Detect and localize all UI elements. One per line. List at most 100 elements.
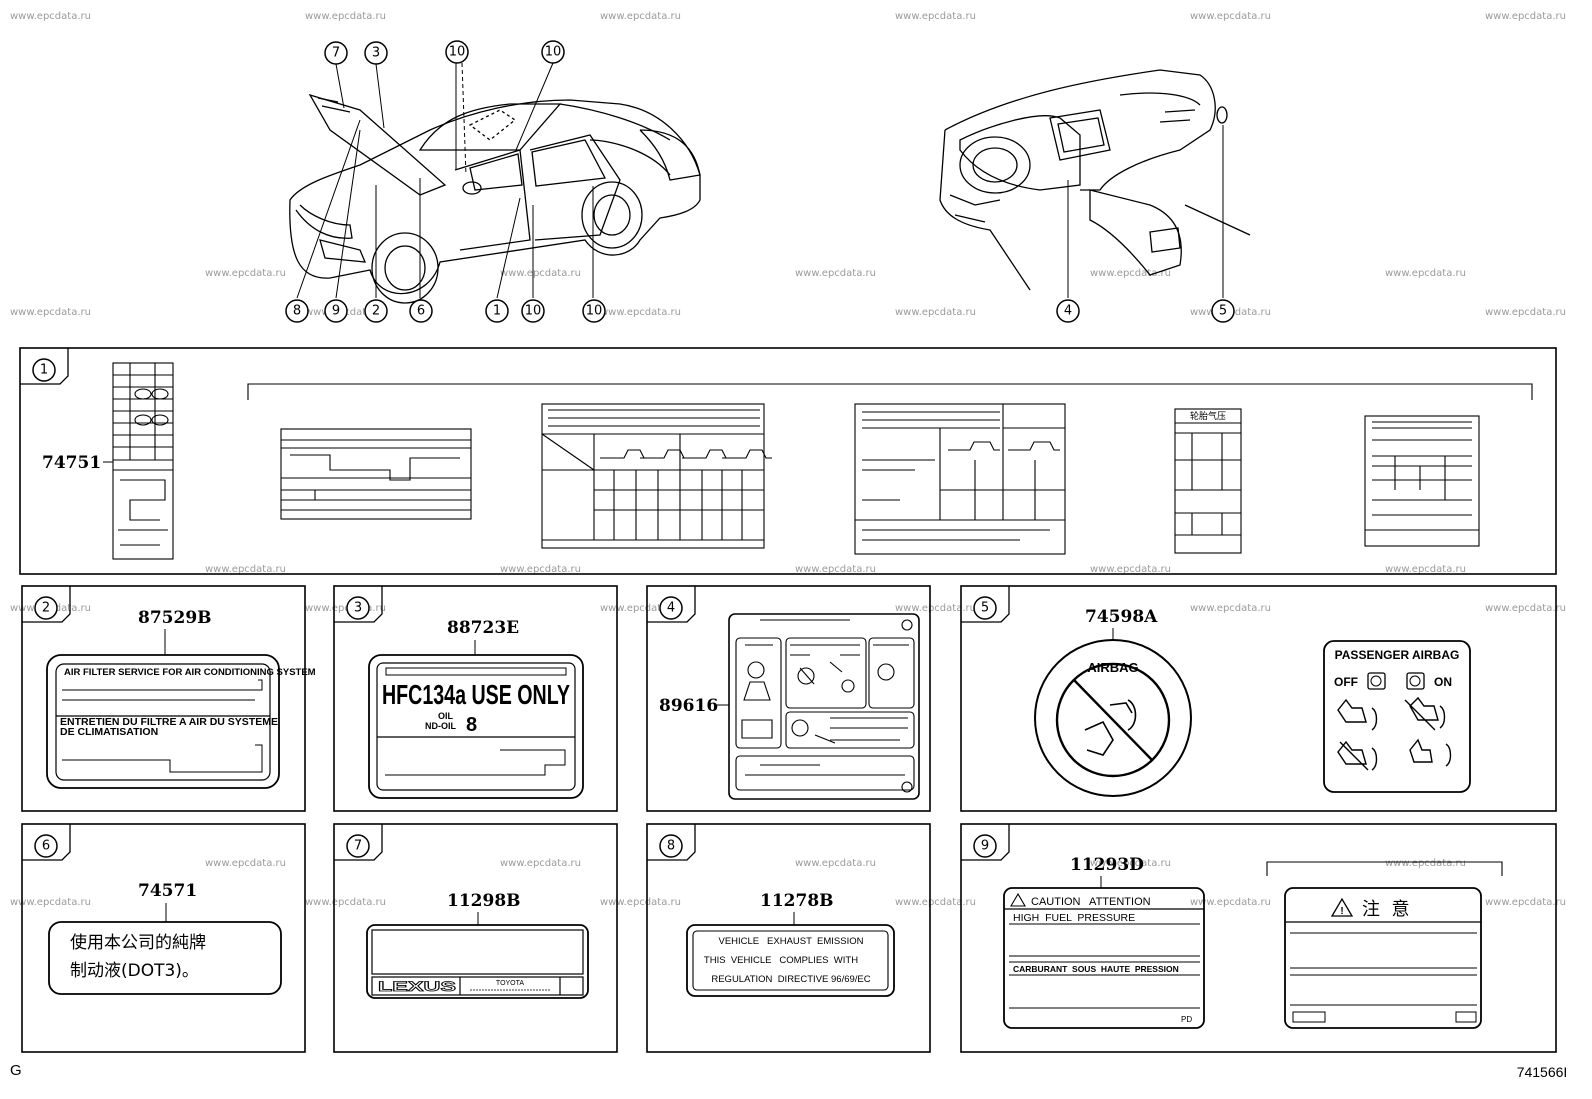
label-74751-b xyxy=(541,403,772,549)
watermark-text: www.epcdata.ru xyxy=(205,858,286,869)
svg-text:3: 3 xyxy=(372,46,380,61)
part-number-11278b: 11278B xyxy=(760,891,834,911)
svg-text:10: 10 xyxy=(586,304,603,319)
svg-text:!: ! xyxy=(1340,906,1343,917)
off-text: OFF xyxy=(1334,675,1358,689)
label-74751-a xyxy=(280,428,472,520)
callout-7-top: 7 xyxy=(324,41,348,65)
part-number-74598a: 74598A xyxy=(1085,607,1158,627)
svg-text:9: 9 xyxy=(332,304,340,319)
watermark-text: www.epcdata.ru xyxy=(305,11,386,22)
label-74751-c xyxy=(854,403,1066,555)
callout-1-bottom: 1 xyxy=(485,299,509,323)
svg-text:8: 8 xyxy=(667,839,675,854)
callout-9-bottom: 9 xyxy=(324,299,348,323)
panel-7: 7 11298B LEXUS TOYOTA xyxy=(333,823,618,1053)
watermark-text: www.epcdata.ru xyxy=(1385,268,1466,279)
svg-text:6: 6 xyxy=(42,839,50,854)
label-cn-small-text: 轮胎气压 xyxy=(1190,410,1226,421)
svg-text:10: 10 xyxy=(545,45,562,60)
svg-text:6: 6 xyxy=(417,304,425,319)
svg-text:2: 2 xyxy=(42,601,50,616)
svg-text:10: 10 xyxy=(525,304,542,319)
watermark-text: www.epcdata.ru xyxy=(600,11,681,22)
oil-text-1: OIL xyxy=(438,711,454,721)
callout-10-bottom-b: 10 xyxy=(582,299,606,323)
callout-10-bottom-a: 10 xyxy=(521,299,545,323)
svg-text:4: 4 xyxy=(1064,304,1072,319)
callout-2-bottom: 2 xyxy=(364,299,388,323)
watermark-text: www.epcdata.ru xyxy=(1385,858,1466,869)
watermark-text: www.epcdata.ru xyxy=(795,858,876,869)
watermark-text: www.epcdata.ru xyxy=(1385,564,1466,575)
ac-filter-text-fr1: ENTRETIEN DU FILTRE A AIR DU SYSTEME xyxy=(60,716,278,728)
caution-text: CAUTION ATTENTION xyxy=(1031,896,1151,908)
watermark-text: www.epcdata.ru xyxy=(500,858,581,869)
callout-group-top: 7 3 10 10 8 9 2 6 1 10 10 4 5 xyxy=(285,40,1235,323)
airbag-text: AIRBAG xyxy=(1087,660,1138,675)
oil-number: 8 xyxy=(466,714,477,736)
passenger-airbag-text: PASSENGER AIRBAG xyxy=(1335,648,1460,662)
label-74751-e xyxy=(1364,415,1480,547)
watermark-text: www.epcdata.ru xyxy=(10,307,91,318)
svg-text:9: 9 xyxy=(981,839,989,854)
watermark-text: www.epcdata.ru xyxy=(500,564,581,575)
high-fuel-text: HIGH FUEL PRESSURE xyxy=(1013,912,1135,924)
svg-text:10: 10 xyxy=(449,45,466,60)
panel-8: 8 11278B VEHICLE EXHAUST EMISSION THIS V… xyxy=(646,823,931,1053)
svg-text:3: 3 xyxy=(354,601,362,616)
panel-1: 1 74751 xyxy=(19,347,1557,575)
svg-text:1: 1 xyxy=(40,363,48,378)
svg-text:7: 7 xyxy=(332,46,340,61)
panel-3: 3 88723E HFC134a USE ONLY OIL ND-OIL 8 xyxy=(333,585,618,812)
label-74751-tall xyxy=(112,362,174,560)
watermark-text: www.epcdata.ru xyxy=(10,11,91,22)
callout-3-top: 3 xyxy=(364,41,388,65)
watermark-text: www.epcdata.ru xyxy=(1190,897,1271,908)
watermark-text: www.epcdata.ru xyxy=(1485,11,1566,22)
watermark-text: www.epcdata.ru xyxy=(305,603,386,614)
watermark-text: www.epcdata.ru xyxy=(1485,897,1566,908)
watermark-text: www.epcdata.ru xyxy=(1485,603,1566,614)
toyota-text: TOYOTA xyxy=(496,980,524,987)
watermark-text: www.epcdata.ru xyxy=(600,897,681,908)
panel-9: 9 11293D CAUTION ATTENTION HIGH FUEL PRE… xyxy=(960,823,1557,1053)
ac-filter-text-en: AIR FILTER SERVICE FOR AIR CONDITIONING … xyxy=(64,667,316,678)
part-number-87529b: 87529B xyxy=(138,608,212,628)
part-number-88723e: 88723E xyxy=(447,618,519,638)
callout-10-top-b: 10 xyxy=(541,40,565,64)
callout-10-top-a: 10 xyxy=(445,40,469,64)
brake-fluid-text-2: 制动液(DOT3)。 xyxy=(70,961,199,981)
watermark-text: www.epcdata.ru xyxy=(1190,11,1271,22)
watermark-text: www.epcdata.ru xyxy=(1485,307,1566,318)
watermark-text: www.epcdata.ru xyxy=(1090,564,1171,575)
diagram-id: 741566I xyxy=(1517,1064,1568,1080)
chuyi-text: 注 意 xyxy=(1362,899,1409,920)
hfc-text: HFC134a USE ONLY xyxy=(382,679,570,710)
watermark-text: www.epcdata.ru xyxy=(895,307,976,318)
panel-5: 5 74598A AIRBAG PASSENGER AIRBAG OFF ON xyxy=(960,585,1557,812)
watermark-text: www.epcdata.ru xyxy=(205,268,286,279)
emission-text-3: REGULATION DIRECTIVE 96/69/EC xyxy=(711,974,870,985)
part-number-74751: 74751 xyxy=(42,453,101,473)
svg-text:4: 4 xyxy=(667,601,675,616)
lexus-logo-text: LEXUS xyxy=(378,978,456,994)
pd-text: PD xyxy=(1181,1015,1192,1024)
part-number-11298b: 11298B xyxy=(447,891,521,911)
panel-6: 6 74571 使用本公司的純牌 制动液(DOT3)。 xyxy=(21,823,306,1053)
watermark-text: www.epcdata.ru xyxy=(10,897,91,908)
watermark-text: www.epcdata.ru xyxy=(205,564,286,575)
watermark-text: www.epcdata.ru xyxy=(600,307,681,318)
watermark-text: www.epcdata.ru xyxy=(895,11,976,22)
watermark-text: www.epcdata.ru xyxy=(895,897,976,908)
svg-text:8: 8 xyxy=(293,304,301,319)
watermark-text: www.epcdata.ru xyxy=(1090,858,1171,869)
panel-2: 2 87529B AIR FILTER SERVICE FOR AIR COND… xyxy=(21,585,316,812)
svg-text:5: 5 xyxy=(1219,304,1227,319)
callout-8-bottom: 8 xyxy=(285,299,309,323)
emission-text-1: VEHICLE EXHAUST EMISSION xyxy=(718,936,863,947)
panel-4: 4 89616 xyxy=(646,585,931,812)
svg-text:2: 2 xyxy=(372,304,380,319)
svg-text:7: 7 xyxy=(354,839,362,854)
